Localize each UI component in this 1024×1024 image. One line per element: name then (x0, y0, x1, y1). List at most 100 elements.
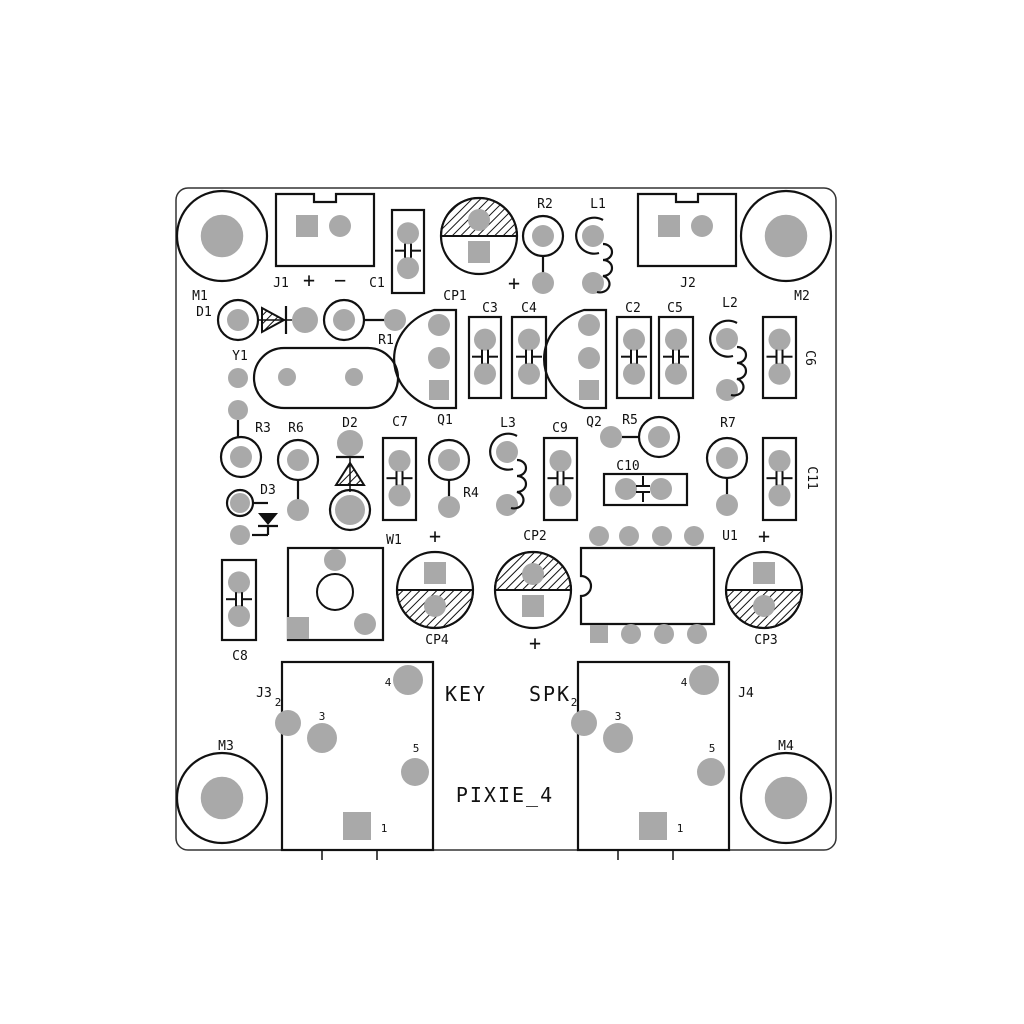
outline (637, 415, 681, 459)
pad (768, 328, 791, 351)
pad (753, 595, 775, 617)
label: CP2 (523, 529, 546, 544)
pad (345, 368, 363, 386)
square-pad (639, 812, 667, 840)
label: 2 (275, 696, 282, 709)
resistor-R4: R4 (427, 438, 479, 518)
electrolytic-CP4: CP4+ (395, 524, 475, 648)
electrolytic-CP2: CP2+ (493, 529, 573, 655)
outline (390, 208, 426, 295)
pad (397, 257, 419, 280)
outline (739, 189, 833, 283)
label: PIXIE_4 (456, 783, 554, 807)
label: 1 (381, 822, 388, 835)
pad (287, 449, 309, 471)
capacitor-C10: C10 (602, 459, 689, 507)
pad (623, 362, 645, 385)
pad (438, 496, 460, 518)
outline (761, 315, 798, 400)
outline (761, 436, 798, 522)
pad (687, 624, 707, 644)
trimmer-W1: W1 (286, 533, 402, 642)
pad (227, 309, 249, 331)
pad (496, 441, 518, 463)
pad (518, 362, 540, 385)
hole-pad (763, 213, 809, 259)
label: R4 (463, 486, 479, 501)
mounting-hole-M2: M2 (739, 189, 833, 304)
capacitor-C1: C1 (369, 208, 426, 295)
pad (532, 272, 554, 294)
pad (438, 449, 460, 471)
pad (697, 758, 725, 786)
inductor-L3: L3 (489, 416, 528, 516)
capacitor-C11: C11 (761, 436, 819, 522)
pad (665, 328, 687, 351)
resistor-R3: R3 (219, 421, 271, 479)
hole-pad (763, 775, 809, 821)
outline (602, 472, 689, 507)
label: W1 (386, 533, 402, 548)
pad (292, 307, 318, 333)
pad (716, 447, 738, 469)
resistor-R6: R6 (276, 421, 320, 521)
pad (518, 328, 540, 351)
label: 4 (385, 676, 392, 689)
pad (307, 723, 337, 753)
diode-D2: D2 (328, 416, 372, 532)
pad (333, 309, 355, 331)
label: − (334, 268, 348, 292)
pad (468, 209, 490, 231)
label: J1 (273, 276, 289, 291)
label: C1 (369, 276, 385, 291)
pad (228, 605, 250, 627)
pad (428, 314, 450, 336)
label: 4 (681, 676, 688, 689)
label: M4 (778, 739, 794, 754)
pad (691, 215, 713, 237)
label: L2 (722, 296, 738, 311)
pad (578, 347, 600, 369)
pad (474, 328, 496, 351)
pad (496, 494, 518, 516)
square-pad (522, 595, 544, 617)
label: KEY (445, 682, 487, 706)
outline (657, 315, 695, 400)
pad (654, 624, 674, 644)
mounting-hole-M3: M3 (175, 739, 269, 845)
inductor-L2: L2 (709, 296, 748, 401)
capacitor-C2: C2 (615, 301, 653, 400)
label: + (758, 524, 772, 548)
label: 3 (319, 710, 326, 723)
electrolytic-CP1: CP1+ (439, 196, 520, 304)
pad (621, 624, 641, 644)
square-pad (343, 812, 371, 840)
pad (648, 426, 670, 448)
crystal-Y1: Y1 (228, 346, 400, 437)
label: R1 (378, 333, 394, 348)
label: CP4 (425, 633, 449, 648)
hole-pad (199, 775, 245, 821)
capacitor-C8: C8 (220, 558, 258, 664)
pad (582, 225, 604, 247)
diode-symbol (258, 513, 278, 525)
diode-D1: D1 (196, 298, 318, 342)
square-pad (296, 215, 318, 237)
label: Y1 (232, 349, 248, 364)
pad (549, 484, 572, 507)
resistor-R1: R1 (322, 298, 406, 348)
pad (230, 446, 252, 468)
label: CP1 (443, 289, 466, 304)
pad (665, 362, 687, 385)
outline (316, 573, 354, 611)
label: CP3 (754, 633, 777, 648)
label: M1 (192, 289, 208, 304)
pad (768, 362, 791, 385)
pad (571, 710, 597, 736)
pad (578, 314, 600, 336)
pad (684, 526, 704, 546)
capacitor-C6: C6 (761, 315, 817, 400)
